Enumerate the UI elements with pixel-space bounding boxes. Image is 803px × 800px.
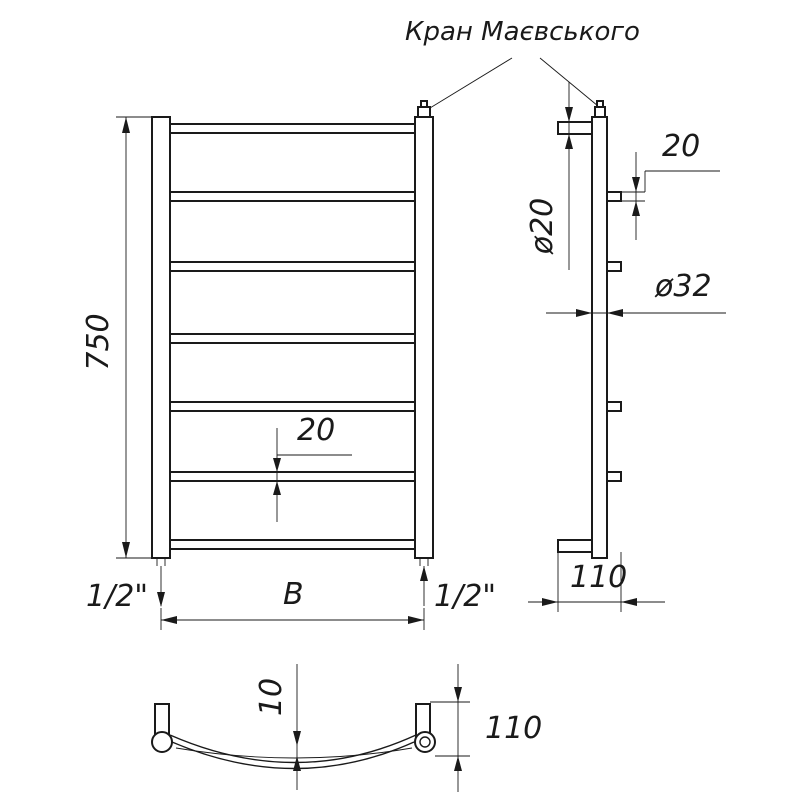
bar-4 bbox=[169, 333, 416, 344]
side-bar-stub-1 bbox=[606, 191, 622, 202]
side-bar-stub-2 bbox=[606, 261, 622, 272]
top-left-pipe bbox=[151, 731, 173, 753]
width-label: B bbox=[283, 577, 304, 612]
side-depth-label: 110 bbox=[570, 560, 627, 595]
bar-7 bbox=[169, 539, 416, 550]
side-top-bracket bbox=[557, 121, 593, 135]
bar-2 bbox=[169, 191, 416, 202]
valve-callout: Кран Маєвського bbox=[405, 17, 640, 109]
side-bar-stub-3 bbox=[606, 401, 622, 412]
valve-body bbox=[417, 106, 431, 118]
bar-6 bbox=[169, 471, 416, 482]
top-depth-label: 110 bbox=[485, 711, 542, 746]
horizontal-bars bbox=[169, 123, 416, 550]
bar-5 bbox=[169, 401, 416, 412]
top-offset-label: 10 bbox=[254, 678, 289, 716]
bar-gap-label: 20 bbox=[297, 413, 335, 448]
right-vertical-pipe bbox=[414, 116, 434, 559]
top-view: 10 110 bbox=[151, 664, 542, 792]
bar-1 bbox=[169, 123, 416, 134]
left-inlet-label: 1/2" bbox=[86, 579, 148, 614]
side-bottom-bracket bbox=[557, 539, 593, 553]
curved-bar-inner bbox=[171, 741, 415, 770]
valve-label: Кран Маєвського bbox=[405, 17, 640, 47]
bar-3 bbox=[169, 261, 416, 272]
side-valve-cap bbox=[596, 100, 604, 108]
top-right-pipe bbox=[414, 731, 436, 753]
side-view: ø20 20 ø32 110 bbox=[525, 82, 726, 612]
bar-diameter-label: ø20 bbox=[525, 198, 560, 256]
bar-depth-label: 20 bbox=[662, 129, 700, 164]
left-vertical-pipe bbox=[151, 116, 171, 559]
side-valve-body bbox=[594, 106, 606, 118]
front-view: 750 20 1/2" 1/2" B bbox=[81, 100, 496, 630]
curved-bar-outer bbox=[169, 734, 417, 764]
right-inlet-label: 1/2" bbox=[434, 579, 496, 614]
side-vertical-pipe bbox=[591, 116, 608, 559]
side-bar-stub-4 bbox=[606, 471, 622, 482]
valve-cap bbox=[420, 100, 428, 108]
pipe-diameter-label: ø32 bbox=[654, 269, 712, 304]
height-label: 750 bbox=[81, 313, 116, 370]
